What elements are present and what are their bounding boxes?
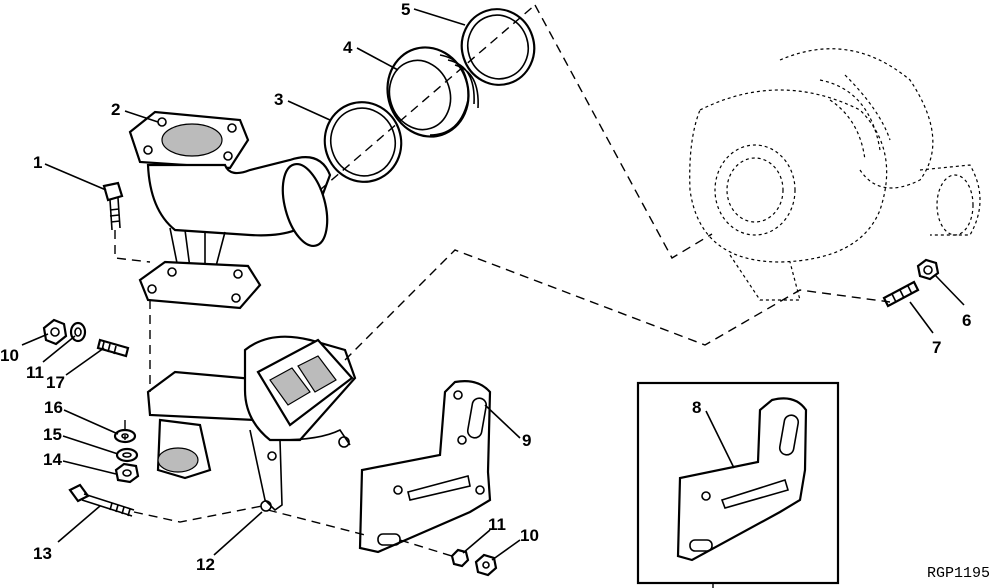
callout-14: 14 <box>43 450 62 469</box>
callout-10-right: 10 <box>520 526 539 545</box>
callout-1: 1 <box>33 153 43 172</box>
callout-9: 9 <box>522 431 532 450</box>
assembly-dashed-lines <box>114 4 891 588</box>
part-1-cap-screw <box>102 181 124 231</box>
part-3-clamp-ring <box>323 101 403 183</box>
hardware-washer-15 <box>115 447 139 463</box>
part-9-bracket <box>358 380 492 554</box>
callout-17: 17 <box>46 373 65 392</box>
callout-8: 8 <box>692 398 702 417</box>
callout-15: 15 <box>43 425 62 444</box>
callout-10-left: 10 <box>0 346 19 365</box>
callout-6: 6 <box>962 311 972 330</box>
part-2-elbow <box>128 110 332 310</box>
callout-2: 2 <box>111 100 121 119</box>
callout-13: 13 <box>33 544 52 563</box>
turbocharger-drawing <box>689 48 981 301</box>
hardware-stud-17 <box>96 338 130 358</box>
callout-leader-lines <box>21 8 965 561</box>
callout-11-left: 11 <box>26 363 44 382</box>
figure-reference-code: RGP1195 <box>926 565 990 582</box>
part-12-manifold-support <box>146 335 357 512</box>
callout-4: 4 <box>343 38 353 57</box>
callout-3: 3 <box>274 90 284 109</box>
hardware-nut-10-left <box>42 318 68 346</box>
hardware-nut-14 <box>114 462 140 484</box>
hardware-nut-11-right <box>450 548 470 568</box>
callout-7: 7 <box>932 338 942 357</box>
callout-16: 16 <box>44 398 63 417</box>
hardware-nut-6 <box>916 258 940 281</box>
part-5-clamp-ring <box>460 8 536 86</box>
hardware-nut-10-right <box>474 553 498 577</box>
callout-12: 12 <box>196 555 215 574</box>
callout-11-right: 11 <box>488 515 506 534</box>
callout-5: 5 <box>401 0 411 19</box>
part-4-sleeve <box>386 46 479 138</box>
inset-detail-box <box>636 381 840 585</box>
hardware-stud-7 <box>882 280 920 308</box>
hardware-cap-screw-13 <box>68 483 135 517</box>
